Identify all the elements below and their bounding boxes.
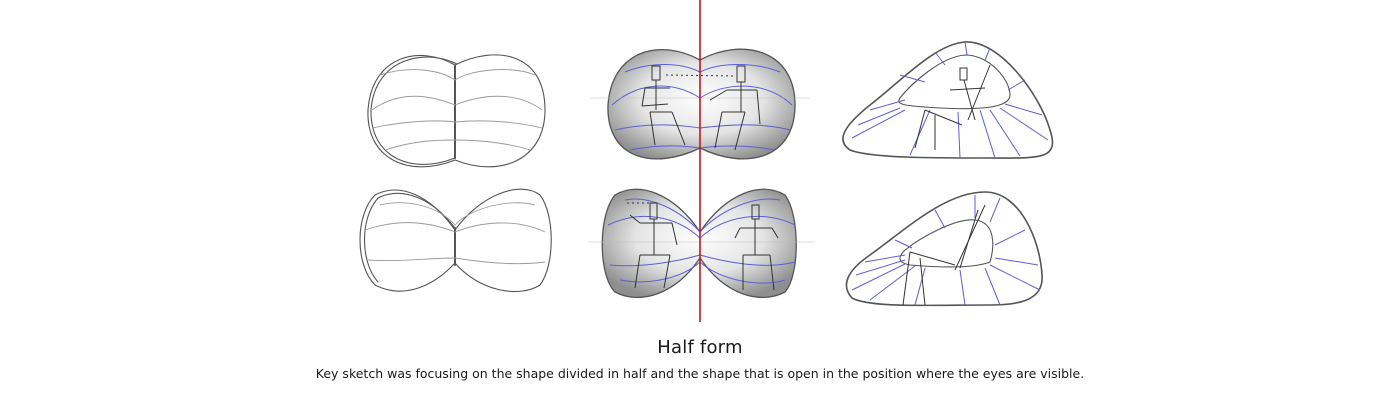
sketch-peanut-plain xyxy=(367,54,546,168)
sketch-illustration xyxy=(359,0,1054,322)
reclining-figure-2 xyxy=(902,204,986,306)
caption-body: Key sketch was focusing on the shape div… xyxy=(315,366,1085,381)
radial-lines xyxy=(851,41,1049,159)
radial-lines-2 xyxy=(851,195,1041,306)
seated-figure-right-2 xyxy=(734,204,779,291)
seated-figure-right xyxy=(709,65,761,151)
sketch-bowtie-seated-figures xyxy=(588,188,815,299)
sketch-triangle-reclining xyxy=(842,41,1054,159)
seated-figure-left xyxy=(641,65,686,146)
seated-figure-left-2 xyxy=(629,202,678,289)
reclining-figure xyxy=(914,64,991,150)
caption-title: Half form xyxy=(657,337,743,358)
sketch-bowtie-plain xyxy=(359,188,552,293)
sketch-triangle-reclining-2 xyxy=(845,191,1043,307)
